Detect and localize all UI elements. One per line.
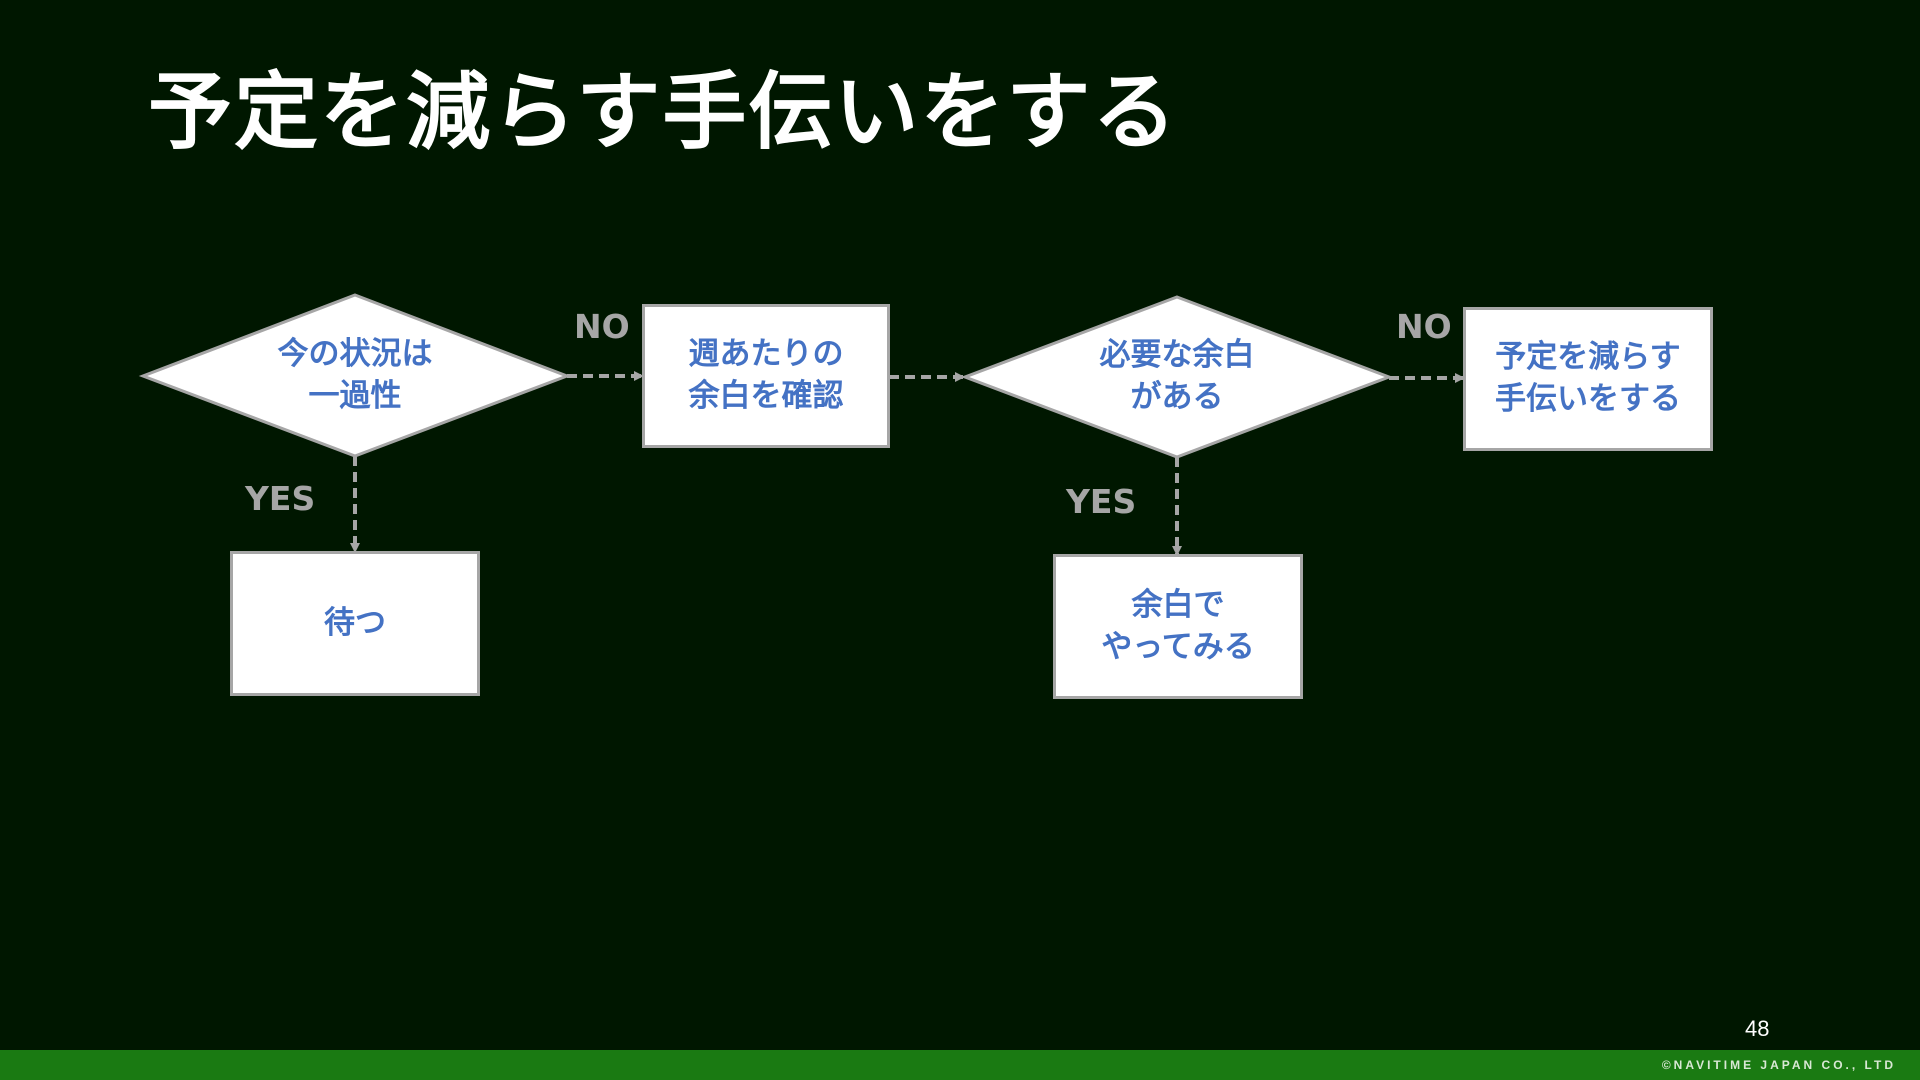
label-no-2: NO bbox=[1396, 307, 1452, 346]
decision-2-text: 必要な余白 がある bbox=[1099, 337, 1255, 415]
footer-bar: ©NAVITIME JAPAN CO., LTD bbox=[0, 1050, 1920, 1080]
slide-title: 予定を減らす手伝いをする bbox=[148, 63, 1179, 161]
page-number: 48 bbox=[1745, 1016, 1770, 1041]
process-check-margin: 週あたりの 余白を確認 bbox=[642, 304, 890, 448]
label-yes-2: YES bbox=[1066, 482, 1137, 521]
label-no-1: NO bbox=[574, 307, 630, 346]
decision-1-text: 今の状況は 一過性 bbox=[277, 336, 433, 414]
process-wait: 待つ bbox=[230, 551, 480, 696]
label-yes-1: YES bbox=[245, 479, 316, 518]
process-try-margin: 余白で やってみる bbox=[1053, 554, 1303, 699]
copyright-text: ©NAVITIME JAPAN CO., LTD bbox=[1661, 1058, 1896, 1072]
process-reduce-plans: 予定を減らす 手伝いをする bbox=[1463, 307, 1713, 451]
